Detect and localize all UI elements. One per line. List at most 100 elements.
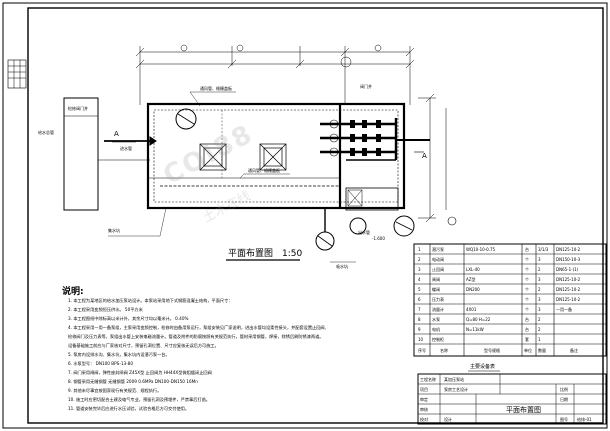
note-line: 6. 水泵型号： DN100 BPS-13-80 — [68, 361, 134, 366]
table-row: DN125-10-2 — [556, 297, 581, 302]
table-row: 6 — [418, 297, 421, 302]
tb-row-1: 审定 — [420, 396, 428, 402]
table-row: 3 — [538, 307, 541, 312]
table-header: 单位 — [524, 347, 532, 353]
table-row: 2 — [418, 257, 421, 262]
table-row: 3 — [538, 257, 541, 262]
label-valve-well: 阀门井 — [360, 83, 372, 89]
sheet-label: 比例 — [560, 386, 568, 392]
table-row: 电机 — [432, 326, 440, 332]
item-label: 项目 — [420, 386, 428, 392]
binding-strip — [7, 59, 27, 89]
label-pit: 吸水坑 — [336, 263, 348, 269]
section-mark-left: A — [114, 130, 119, 138]
note-line: 设备基础施工前应与厂家核对尺寸，预留孔洞位置、尺寸应复核无误后方可施工。 — [68, 343, 219, 348]
table-header: 序号 — [418, 347, 426, 353]
project-label: 工程名称 — [420, 376, 436, 382]
table-row: LXL-40 — [466, 267, 480, 272]
pump-pipes — [320, 118, 430, 161]
manhole-right-line — [395, 221, 413, 231]
table-row: 个 — [525, 307, 529, 312]
table-header: 型号规格 — [484, 347, 500, 353]
leader-lines — [108, 91, 356, 263]
table-row: 10 — [418, 337, 424, 342]
top-dimensions — [135, 46, 415, 105]
inlet-pipe — [104, 136, 157, 146]
table-row: 9 — [418, 327, 421, 332]
tb-row-4: 设计 — [444, 416, 452, 422]
table-row: DN125-10-2 — [556, 277, 581, 282]
equipment-table — [413, 243, 607, 357]
table-row: 流量计 — [432, 306, 444, 312]
table-row: DN200 — [466, 287, 480, 292]
table-row: 止回阀 — [432, 266, 444, 272]
table-row: 个 — [525, 297, 529, 302]
table-row: 套 — [525, 336, 529, 342]
north-marker — [447, 216, 457, 226]
item-name: 泵房工艺设计 — [444, 386, 468, 392]
label-inlet: 进水管 — [120, 145, 132, 151]
table-row: 2 — [538, 267, 541, 272]
left-box — [63, 97, 150, 211]
section-arrow-left: A — [112, 130, 136, 143]
table-row: 2 — [538, 317, 541, 322]
table-row: 3 — [418, 267, 421, 272]
note-line: 7. 阀门采用闸阀，弹性座封闸阀 Z45X型 止回阀为 HH44X型微阻缓闭止回… — [68, 370, 212, 375]
grille-left — [199, 143, 227, 171]
label-outlet: 出水管 — [358, 229, 370, 235]
label-sump: 集水坑 — [108, 227, 120, 233]
pump-fittings — [350, 120, 381, 156]
inner-frame — [27, 7, 604, 424]
table-row: 蝶阀 — [432, 286, 440, 292]
table-row: 4 — [418, 277, 421, 282]
table-row: 闸阀 — [432, 276, 440, 282]
date-label: 日期 — [560, 396, 568, 402]
grille-right — [259, 143, 287, 171]
note-line: 检修阀门及压力表等，泵组出水管上安装电磁流量计。管道及附件的防腐按照有关规范执行… — [68, 334, 324, 339]
table-row: 2 — [538, 327, 541, 332]
label-left-box: 检修阀门井 — [68, 105, 88, 111]
table-row: 控制柜 — [432, 336, 444, 342]
table-row: 2 — [538, 287, 541, 292]
table-row: 台 — [525, 326, 529, 332]
table-row: AZ型 — [466, 276, 475, 282]
table-row: Q=80 H=22 — [466, 317, 491, 322]
note-line: 10. 施工时应密切配合土建及电气专业，预留孔洞及预埋件，严禁事后打凿。 — [68, 397, 210, 402]
section-arrow-right: A — [414, 151, 427, 160]
table-row: 水泵 — [432, 316, 440, 322]
table-row: DN125-10-2 — [556, 287, 581, 292]
table-row: 个 — [525, 267, 529, 272]
manhole-bottom-line — [317, 235, 333, 247]
section-mark-right: A — [422, 152, 427, 160]
table-row: 5 — [418, 287, 421, 292]
note-line: 8. 钢管采用无缝钢管 无缝钢管 2009 0.6MPa DN100-DN150… — [68, 379, 198, 384]
table-row: 1 — [418, 247, 421, 252]
table-row: 台 — [525, 316, 529, 322]
table-row: 潜污泵 — [432, 246, 444, 252]
note-line: 5. 泵房内设排水沟、集水坑，集水坑内设潜污泵一台。 — [68, 352, 170, 357]
axis-bubble-4 — [340, 56, 352, 68]
manhole-top-left-line — [177, 113, 195, 125]
equipment-rows: 1 潜污泵 WQ10-10-0.75 台 3/1/3 DN125-10-2 2 … — [418, 246, 581, 353]
table-row: 一用一备 — [556, 306, 572, 312]
title-block — [417, 373, 607, 425]
table-row: WQ10-10-0.75 — [466, 247, 496, 252]
label-level: -1.600 — [372, 236, 385, 241]
table-row: DN125-10-2 — [556, 247, 581, 252]
table-row: N=11kW — [466, 327, 484, 332]
table-header: 名称 — [440, 347, 448, 353]
axis-bubble-3 — [374, 44, 382, 52]
table-row: 电动阀 — [432, 256, 444, 262]
table-row: 3 — [538, 277, 541, 282]
manhole-top-left — [175, 108, 197, 130]
note-line: 1. 本工程为某地区的给水加压泵站设计。本泵站采用地下式钢筋混凝土结构，平面尺寸… — [68, 298, 233, 303]
table-row: 台 — [525, 246, 529, 252]
drain-channel — [160, 185, 341, 206]
manhole-right — [393, 215, 415, 237]
pit-circle — [349, 217, 367, 235]
pump-units — [329, 119, 339, 157]
table-row: DN150-10-3 — [556, 257, 581, 262]
table-row: 1 — [538, 337, 541, 342]
note-line: 2. 本工程采用变频恒压供水。 50平方米 — [68, 307, 143, 312]
